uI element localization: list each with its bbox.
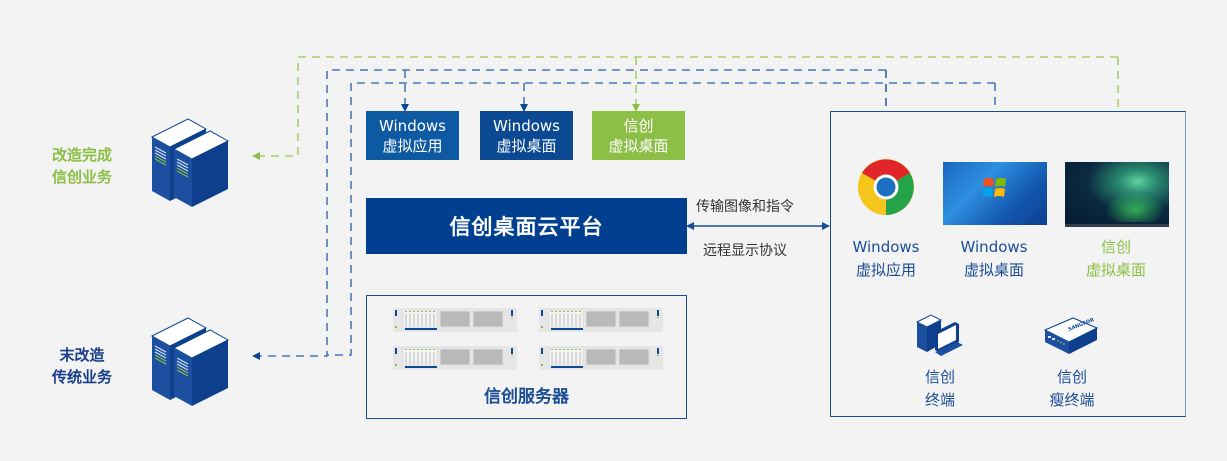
chrome-icon xyxy=(857,158,915,220)
rack-server-icon xyxy=(539,346,663,374)
legacy-line2: 传统业务 xyxy=(51,368,112,386)
windows-desktop-icon xyxy=(943,162,1047,225)
xinchuang-desktop-icon xyxy=(1065,162,1169,227)
pc-terminal-icon xyxy=(915,312,965,360)
client-label-line1: 信创 xyxy=(1100,238,1131,256)
client-group-box: Windows 虚拟应用 Windows 虚拟桌面 信创 虚拟桌面 SANGFO… xyxy=(830,111,1186,417)
client-label-line2: 虚拟桌面 xyxy=(963,261,1024,279)
rack-server-icon xyxy=(393,346,517,374)
client-label-line1: Windows xyxy=(852,238,920,256)
legacy-line1: 末改造 xyxy=(59,346,105,364)
tag-line1: Windows xyxy=(493,116,560,135)
server-group-box: 信创服务器 xyxy=(366,295,687,419)
thin-terminal-label-line2: 瘦终端 xyxy=(1049,391,1095,409)
thin-terminal-label-line1: 信创 xyxy=(1056,368,1087,386)
client-label-line1: Windows xyxy=(960,238,1028,256)
terminal-label-line2: 终端 xyxy=(924,391,955,409)
server-group-title: 信创服务器 xyxy=(484,387,569,407)
terminal-label-line1: 信创 xyxy=(924,368,955,386)
rack-server-icon xyxy=(539,308,663,336)
tag-line2: 虚拟桌面 xyxy=(496,136,557,155)
thin-terminal-label: 信创 瘦终端 xyxy=(1023,366,1121,412)
client-windows-app-label: Windows 虚拟应用 xyxy=(837,236,935,282)
legacy-business-label: 末改造 传统业务 xyxy=(38,344,126,388)
platform-title: 信创桌面云平台 xyxy=(449,215,604,239)
tag-windows-virtual-app: Windows 虚拟应用 xyxy=(366,111,459,160)
thin-client-icon: SANGFOR xyxy=(1043,316,1099,360)
tag-line1: Windows xyxy=(379,116,446,135)
terminal-label: 信创 终端 xyxy=(891,366,989,412)
protocol-bottom-label: 远程显示协议 xyxy=(703,243,787,259)
legacy-server-rack-icon xyxy=(148,314,232,410)
migrated-line2: 信创业务 xyxy=(51,168,112,186)
client-label-line2: 虚拟应用 xyxy=(855,261,916,279)
migrated-business-label: 改造完成 信创业务 xyxy=(38,144,126,188)
tag-line2: 虚拟桌面 xyxy=(608,136,669,155)
desktop-cloud-platform: 信创桌面云平台 xyxy=(366,198,687,254)
migrated-server-rack-icon xyxy=(148,115,232,211)
tag-line1: 信创 xyxy=(623,116,654,135)
client-label-line2: 虚拟桌面 xyxy=(1085,261,1146,279)
protocol-top-label: 传输图像和指令 xyxy=(696,199,794,215)
rack-server-icon xyxy=(393,308,517,336)
tag-windows-virtual-desktop: Windows 虚拟桌面 xyxy=(480,111,573,160)
tag-line2: 虚拟应用 xyxy=(382,136,443,155)
tag-xinchuang-virtual-desktop: 信创 虚拟桌面 xyxy=(592,111,685,160)
client-windows-desktop-label: Windows 虚拟桌面 xyxy=(945,236,1043,282)
client-xinchuang-desktop-label: 信创 虚拟桌面 xyxy=(1067,236,1165,282)
migrated-line1: 改造完成 xyxy=(51,146,112,164)
